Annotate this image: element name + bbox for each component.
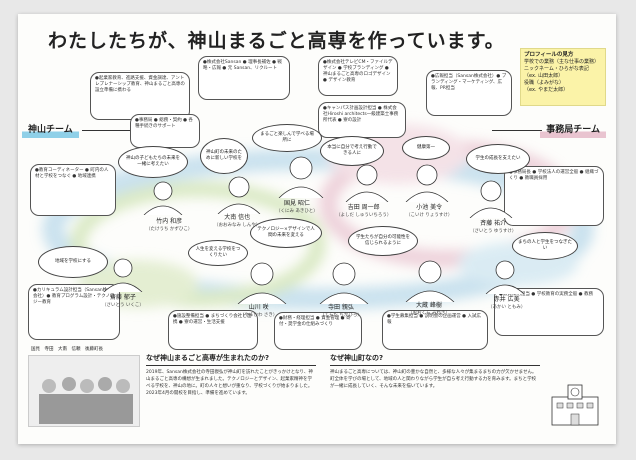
- portrait-illustration: [237, 262, 287, 304]
- team-divider: [492, 130, 542, 131]
- profile-box: ●事務局長 ● 学校法人の運営全般 ● 組織づくり ● 教職員採用: [504, 166, 604, 226]
- profile-box: ●株式会社テレビCM・ファイルデザイン ● 学校ブランディング ● 神山まるごと…: [318, 56, 398, 96]
- section-heading: なぜ神山町なの?: [330, 353, 540, 366]
- profile-guide-title: プロフィールの見方: [524, 52, 574, 58]
- portrait-illustration: [143, 181, 183, 215]
- person-name: 竹内 和彦（たけうち かずひこ）: [146, 218, 193, 232]
- profile-box: ●株式会社Sansan ● 理事長補佐 ● 戦略・広報 ● 元 Sansan、リ…: [198, 56, 290, 100]
- portrait-illustration: [278, 156, 324, 198]
- photo-caption: 国見 寺田 大南 信頼 後藤町長: [31, 347, 103, 352]
- bottom-right-section: なぜ神山町なの? 神山まるごと高専については、神山町の豊かな自然と、多様な人々が…: [330, 351, 606, 441]
- speech-bubble: 人生を変える学校をつくりたい: [188, 240, 248, 266]
- person-name: 吉田 周一郎（よしだ しゅういちろう）: [336, 204, 392, 218]
- page-title: わたしたちが、神山まるごと高専を作っています。: [48, 30, 505, 52]
- portrait-illustration: [469, 180, 513, 218]
- profile-guide-line: ニックネーム・ひらがな表記: [524, 66, 589, 72]
- speech-bubble: まるごと楽しんで学べる場所に: [252, 124, 322, 152]
- portrait-illustration: [405, 164, 449, 202]
- person-name: 大南 信也（おおみなみ しんや）: [214, 214, 261, 228]
- profile-box: ●教員採用担当 ● 学校教育の実務全般 ● 教務: [494, 288, 604, 336]
- speech-bubble: 学生の成長を支えたい: [466, 144, 530, 174]
- profile-guide-note: プロフィールの見方 学校での業務（主な仕事の業務） ニックネーム・ひらがな表記 …: [520, 48, 606, 106]
- portrait-illustration: [217, 176, 261, 214]
- profile-box: ●カリキュラム設計担当（Sansan株式会社）● 教育プログラム設計・テクノロジ…: [28, 284, 120, 340]
- speech-bubble: まちの人と学生をつなぎたい: [512, 232, 578, 260]
- group-photo: 国見 寺田 大南 信頼 後藤町長: [28, 347, 140, 427]
- speech-bubble: 学生たちが自分の可能性を信じられるように: [348, 226, 418, 256]
- team-divider: [82, 130, 142, 131]
- portrait-illustration: [345, 164, 389, 202]
- profile-box: ●教育コーディネーター ● 町内の人材と学校をつなぐ ● 地域連携: [30, 164, 116, 216]
- group-photo-illustration: [39, 377, 133, 424]
- kamiyama-team-label: 神山チーム: [22, 122, 79, 138]
- section-heading: なぜ神山まるごと高専が生まれたのか?: [146, 353, 316, 366]
- portrait-illustration: [485, 260, 525, 294]
- person-name: 小池 美令（こいけ りょうすけ）: [406, 204, 453, 218]
- person-name: 大蔵 峰樹（おおくら みねき）: [408, 302, 450, 316]
- profile-guide-line: 学校での業務（主な仕事の業務）: [524, 59, 600, 65]
- profile-box: ●キャンパス計画設計担当 ● 株式会社Hiroshi architects一級建…: [318, 102, 406, 138]
- profile-box: ●事務局 ● 総務・契約 ● 各種手続きのサポート: [130, 114, 200, 148]
- person-name: 国見 昭仁（くにみ あきひと）: [276, 200, 318, 214]
- portrait-illustration: [103, 258, 143, 292]
- office-team-label: 事務局チーム: [540, 122, 606, 138]
- profile-guide-line: （ex. やまだ太郎）: [524, 87, 569, 93]
- speech-bubble: 本当に自分で考え行動できる人に: [320, 136, 384, 166]
- profile-guide-line: （ex. 山田太郎）: [524, 73, 564, 79]
- person-name: 齋藤 郁子（さいとう いくこ）: [102, 294, 144, 308]
- profile-box: ●施設整備担当 ● まちづくり会社と連携 ● 寮の運営・生活支援: [168, 310, 258, 350]
- section-body: 神山まるごと高専については、神山町の豊かな自然と、多様な人々が集まるまちの力が欠…: [330, 370, 537, 389]
- portrait-illustration: [319, 262, 369, 304]
- school-building-icon: [551, 384, 599, 426]
- profile-box: ●起業家教育、進路支援、資金調達、アントレプレナーシップ教育、神山まるごと高専の…: [90, 72, 190, 120]
- brochure-page: わたしたちが、神山まるごと高専を作っています。 プロフィールの見方 学校での業務…: [18, 14, 616, 444]
- portrait-illustration: [405, 260, 455, 302]
- bottom-left-section: 国見 寺田 大南 信頼 後藤町長 なぜ神山まるごと高専が生まれたのか? 2019…: [28, 347, 318, 441]
- person-name: 斉藤 祐介（さいとう ゆうすけ）: [470, 220, 517, 234]
- speech-bubble: 神山の子どもたちの未来を一緒に考えたい: [118, 146, 188, 178]
- section-body: 2019年、Sansan株式会社の寺田親弘が神山町を訪れたことがきっかけとなり、…: [146, 370, 313, 396]
- person-name: 山川 咲（やまかわ さき）: [240, 304, 278, 318]
- speech-bubble: 地域を学校にする: [38, 246, 108, 278]
- speech-bubble: テクノロジー×デザインで人間の未来を変える: [250, 218, 322, 248]
- speech-bubble: 神山町の未来のために新しい学校を: [200, 138, 248, 174]
- person-name: 寺田 親弘（てらだ ちかひろ）: [320, 304, 362, 318]
- speech-bubble: 健康第一: [402, 136, 450, 160]
- person-name: 赤井 広美（あかい ともみ）: [488, 296, 526, 310]
- profile-box: ●学生募集担当 ● 説明会の企画運営 ● 入試広報: [382, 310, 488, 350]
- profile-guide-line: 役職（よみがな）: [524, 80, 565, 86]
- profile-box: ●財務・経理担当 ● 資金管理 ● 寄付・奨学金の仕組みづくり: [274, 312, 362, 350]
- profile-box: ●広報担当（Sansan株式会社）● ブランディング・マーケティング、広報、PR…: [426, 70, 512, 116]
